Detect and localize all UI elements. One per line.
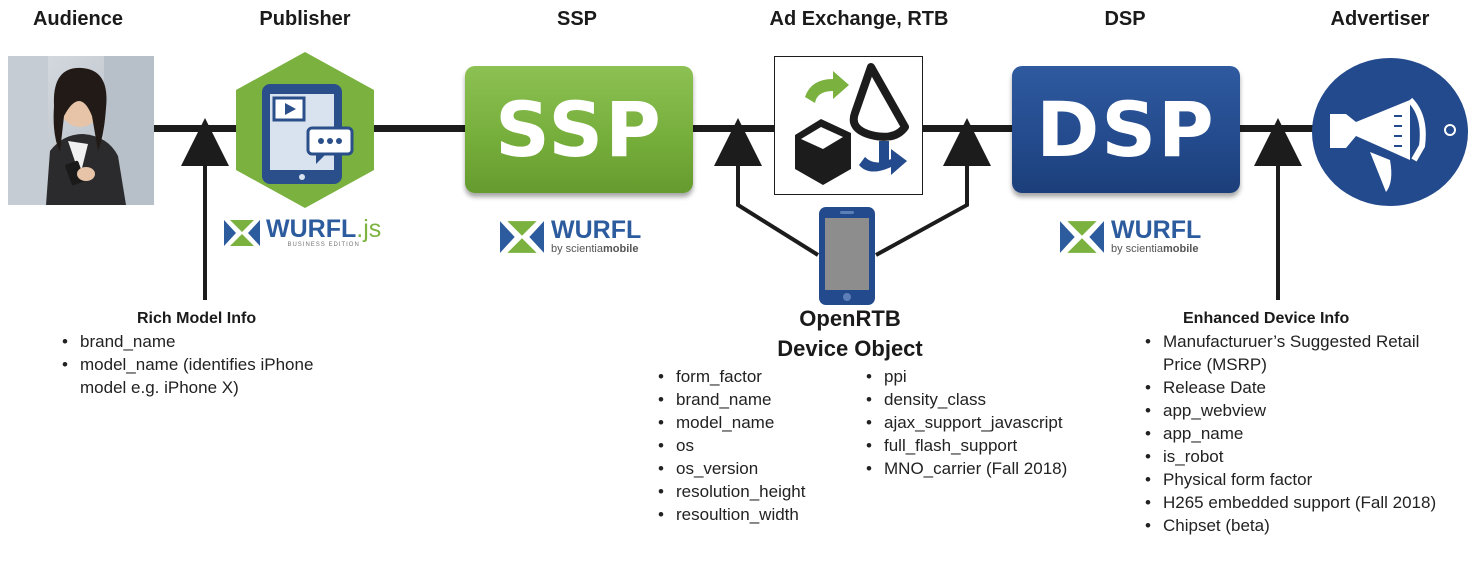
title-publisher: Publisher xyxy=(259,8,351,30)
title-dsp: DSP xyxy=(1104,8,1146,30)
list-item: os_version xyxy=(658,457,858,480)
wurfl-js-edition: BUSINESS EDITION xyxy=(287,242,360,248)
title-advertiser: Advertiser xyxy=(1330,8,1430,30)
wurfl-mark-icon xyxy=(1060,220,1104,253)
ssp-box: SSP xyxy=(465,66,693,193)
list-item: Manufacturuer’s Suggested Retail Price (… xyxy=(1145,330,1445,376)
list-item: Physical form factor xyxy=(1145,468,1445,491)
dsp-box: DSP xyxy=(1012,66,1240,193)
wurfl-mark-icon xyxy=(500,220,544,253)
title-ad-exchange: Ad Exchange, RTB xyxy=(769,8,949,30)
list-item: model_name (identifies iPhone model e.g.… xyxy=(62,353,362,399)
wurfl-dsp-word: WURFL xyxy=(1111,216,1202,244)
list-item: resoultion_width xyxy=(658,503,858,526)
list-item: form_factor xyxy=(658,365,858,388)
list-item: brand_name xyxy=(658,388,858,411)
mobile-phone-icon xyxy=(819,207,875,305)
ad-exchange-box xyxy=(774,56,923,195)
openrtb-title-line2: Device Object xyxy=(777,336,923,361)
advertiser-megaphone-icon xyxy=(1312,58,1468,206)
openrtb-right-list: ppi density_class ajax_support_javascrip… xyxy=(866,365,1126,480)
list-item: H265 embedded support (Fall 2018) xyxy=(1145,491,1445,514)
list-item: model_name xyxy=(658,411,858,434)
wurfl-ssp-sub-prefix: by scientia xyxy=(551,243,603,255)
list-item: ajax_support_javascript xyxy=(866,411,1126,434)
list-item: app_name xyxy=(1145,422,1445,445)
list-item: full_flash_support xyxy=(866,434,1126,457)
audience-photo xyxy=(8,56,154,205)
wurfl-dsp-sub-bold: mobile xyxy=(1162,243,1199,255)
list-item: app_webview xyxy=(1145,399,1445,422)
list-item: MNO_carrier (Fall 2018) xyxy=(866,457,1126,480)
arrow-openrtb-right xyxy=(875,118,991,257)
exchange-cube-icon xyxy=(795,63,909,185)
title-audience: Audience xyxy=(32,8,124,30)
openrtb-title: OpenRTB Device Object xyxy=(740,304,960,364)
wurfl-js-suffix: .js xyxy=(356,215,382,243)
openrtb-left-list: form_factor brand_name model_name os os_… xyxy=(658,365,858,526)
list-item: is_robot xyxy=(1145,445,1445,468)
list-item: os xyxy=(658,434,858,457)
enhanced-title: Enhanced Device Info xyxy=(1183,310,1350,327)
wurfl-logo-dsp: WURFL by scientiamobile xyxy=(1060,218,1201,255)
title-ssp: SSP xyxy=(556,8,598,30)
publisher-hexagon-icon xyxy=(236,52,374,208)
wurfl-mark-icon xyxy=(224,219,260,246)
dsp-box-label: DSP xyxy=(1036,85,1216,174)
wurfl-dsp-sub-prefix: by scientia xyxy=(1111,243,1163,255)
wurfl-js-word: WURFL xyxy=(266,215,357,243)
rich-model-list: brand_name model_name (identifies iPhone… xyxy=(62,330,362,399)
wurfl-logo-ssp: WURFL by scientiamobile xyxy=(500,218,641,255)
list-item: density_class xyxy=(866,388,1126,411)
wurfl-ssp-word: WURFL xyxy=(551,216,642,244)
list-item: brand_name xyxy=(62,330,362,353)
list-item: ppi xyxy=(866,365,1126,388)
rich-model-title: Rich Model Info xyxy=(137,310,257,327)
list-item: Release Date xyxy=(1145,376,1445,399)
arrow-openrtb-left xyxy=(714,118,820,257)
list-item: Chipset (beta) xyxy=(1145,514,1445,537)
enhanced-list: Manufacturuer’s Suggested Retail Price (… xyxy=(1145,330,1445,537)
ssp-box-label: SSP xyxy=(495,85,663,174)
wurfl-ssp-sub-bold: mobile xyxy=(602,243,639,255)
wurfl-js-logo: WURFL.js BUSINESS EDITION xyxy=(224,217,381,248)
openrtb-title-line1: OpenRTB xyxy=(799,306,901,331)
list-item: resolution_height xyxy=(658,480,858,503)
